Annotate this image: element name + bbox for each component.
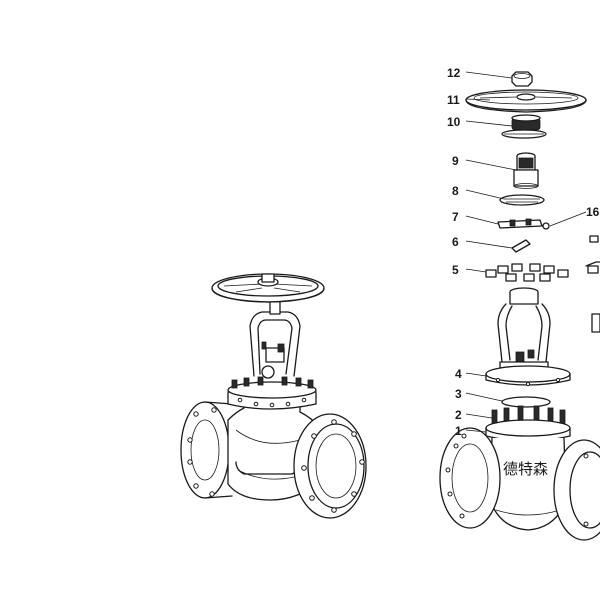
label-6: 6 xyxy=(452,235,459,249)
label-5: 5 xyxy=(452,263,459,277)
label-11: 11 xyxy=(447,93,460,107)
exploded-valve: 德特森 12 11 10 9 8 xyxy=(439,66,600,541)
part-16-side-part xyxy=(585,261,600,333)
label-10: 10 xyxy=(447,115,461,129)
label-16: 16 xyxy=(586,205,600,219)
part-1-body: 德特森 xyxy=(439,419,600,541)
leader-lines xyxy=(465,71,587,433)
part-11-handwheel xyxy=(465,89,587,113)
label-12: 12 xyxy=(447,66,461,80)
assembled-left-flange xyxy=(180,401,233,499)
part-8-bearing xyxy=(499,194,545,206)
label-1: 1 xyxy=(455,424,462,438)
part-6-pin xyxy=(511,239,531,253)
part-10-stem-nut xyxy=(501,114,547,139)
part-12-nut xyxy=(511,71,533,87)
part-5-nuts xyxy=(485,235,599,282)
part-4-bonnet-flange xyxy=(485,365,571,387)
assembled-right-flange xyxy=(293,413,367,519)
assembled-yoke xyxy=(249,311,301,379)
label-4: 4 xyxy=(455,367,462,381)
label-9: 9 xyxy=(452,154,459,168)
assembled-valve xyxy=(180,273,367,519)
label-3: 3 xyxy=(455,387,462,401)
brand-text: 德特森 xyxy=(503,460,548,478)
assembled-bonnet-flange xyxy=(227,376,317,410)
part-3-gasket xyxy=(501,396,551,408)
label-8: 8 xyxy=(452,184,459,198)
exploded-yoke xyxy=(497,287,551,369)
assembled-handwheel xyxy=(211,273,325,303)
part-2-studs xyxy=(491,405,566,425)
part-number-labels: 12 11 10 9 8 7 16 6 5 4 3 2 1 xyxy=(447,66,600,438)
label-2: 2 xyxy=(455,408,462,422)
part-7-plate xyxy=(497,218,550,230)
label-7: 7 xyxy=(452,210,459,224)
part-9-stem xyxy=(513,152,539,189)
